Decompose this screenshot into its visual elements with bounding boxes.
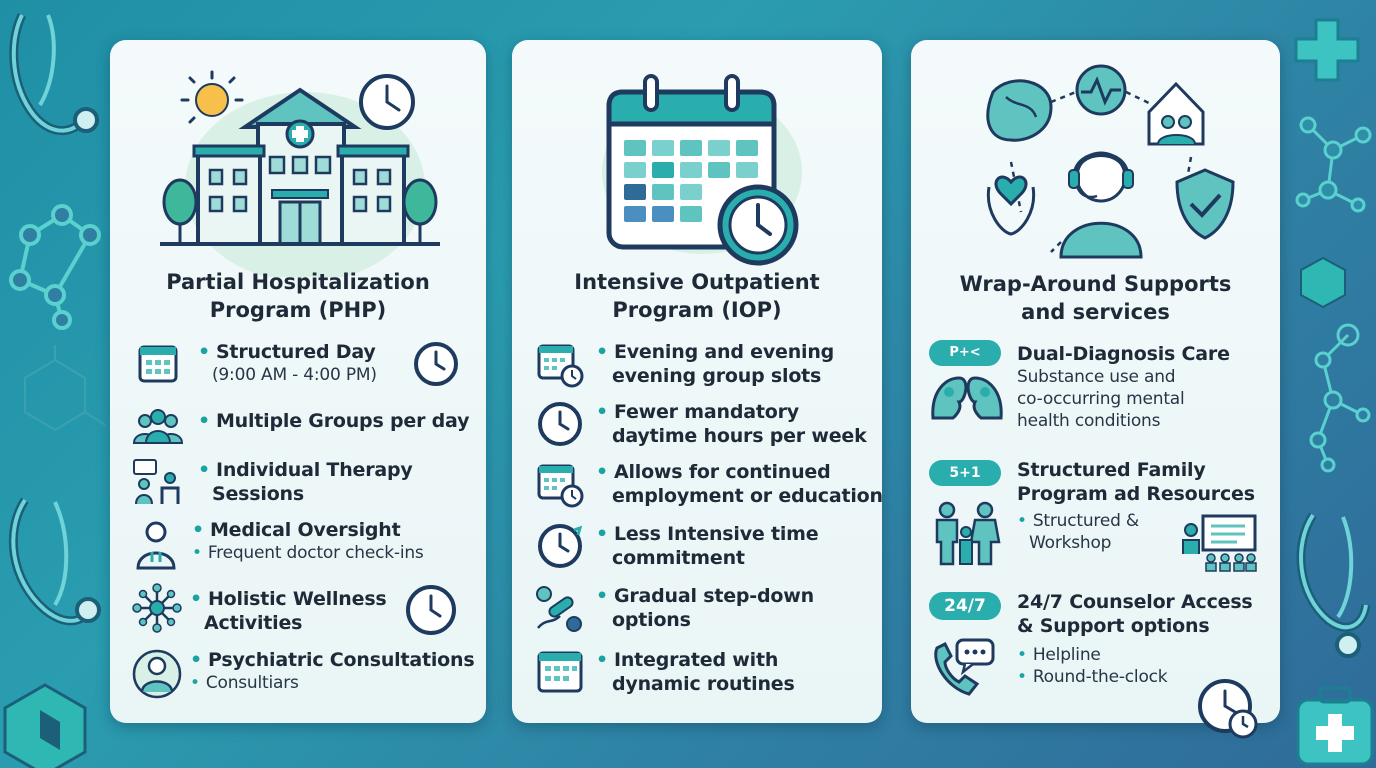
clock-icon [538, 524, 583, 568]
calendar-icon [537, 651, 583, 693]
iop-title: Intensive Outpatient Program (IOP) [574, 270, 820, 322]
hospital-icon [160, 70, 440, 277]
clock-icon [414, 342, 458, 386]
group-icon [132, 409, 184, 444]
heads-icon [931, 376, 1003, 420]
php-card: Partial Hospitalization Program (PHP) •S… [110, 40, 486, 723]
clock-icon [359, 74, 415, 130]
molecule-icon [24, 345, 106, 432]
family-program-badge: 5+1 [929, 460, 1001, 486]
doctor-icon [136, 521, 176, 570]
calendar-icon [602, 74, 802, 266]
calendar-icon [537, 464, 584, 508]
brain-icon [986, 79, 1053, 142]
dual-diagnosis-badge: P+< [929, 340, 1001, 366]
clock-icon [406, 585, 456, 635]
medication-icon [536, 586, 582, 632]
molecule-icon [1300, 256, 1346, 309]
therapy-icon [133, 459, 180, 505]
support-network-icon [986, 64, 1235, 259]
molecule-icon [9, 204, 101, 330]
wellness-icon [132, 583, 182, 633]
stethoscope-icon [1296, 512, 1371, 658]
clock-icon [1198, 679, 1258, 739]
counselor-icon [1059, 151, 1143, 259]
heart-hands-icon [986, 175, 1036, 236]
molecule-icon [1309, 323, 1371, 473]
psychiatrist-icon [132, 649, 182, 699]
medical-cross-icon [1296, 686, 1374, 766]
home-family-icon [1147, 81, 1205, 146]
medical-cross-icon [3, 683, 87, 768]
wraparound-title: Wrap-Around Supports and services [959, 272, 1232, 324]
clock-icon [538, 402, 582, 446]
clock-icon [717, 184, 799, 266]
shield-check-icon [1175, 168, 1235, 240]
phone-chat-icon [934, 638, 995, 696]
stethoscope-icon [8, 497, 101, 626]
calendar-icon [537, 344, 584, 388]
molecule-icon [1295, 116, 1372, 213]
sun-icon [180, 70, 244, 124]
counselor-24-7-badge: 24/7 [929, 592, 1001, 620]
family-icon [935, 501, 1001, 566]
medical-cross-icon [1294, 18, 1360, 82]
workshop-icon [1182, 514, 1257, 572]
wraparound-card: Wrap-Around Supports and services P+< Du… [911, 40, 1280, 739]
heart-rate-icon [1075, 64, 1127, 116]
stethoscope-icon [9, 13, 99, 136]
php-title: Partial Hospitalization Program (PHP) [166, 270, 430, 322]
calendar-icon [138, 345, 178, 383]
iop-card: Intensive Outpatient Program (IOP) •Even… [512, 40, 883, 723]
